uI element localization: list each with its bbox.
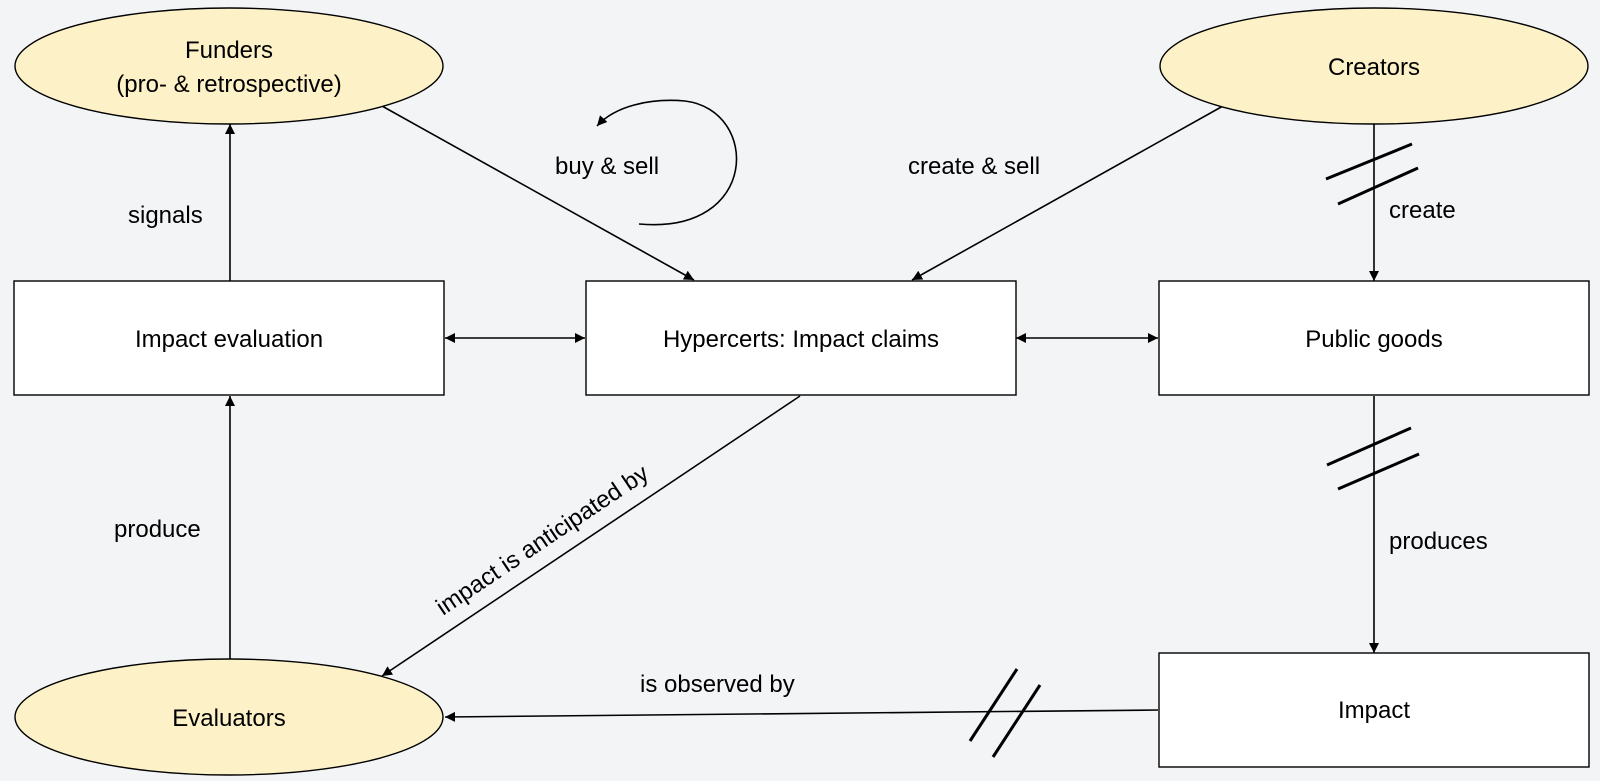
node-evaluators: Evaluators [14, 658, 444, 776]
evaluators-label: Evaluators [172, 705, 285, 732]
node-impact: Impact [1158, 652, 1590, 768]
public-goods-label: Public goods [1305, 326, 1442, 353]
break-mark-create-2 [1337, 166, 1419, 206]
node-funders: Funders (pro- & retrospective) [14, 7, 444, 125]
break-mark-create-1 [1325, 142, 1413, 181]
label-buy-sell: buy & sell [555, 153, 659, 180]
funders-subtitle: (pro- & retrospective) [116, 71, 341, 98]
label-observed: is observed by [640, 671, 795, 698]
impact-label: Impact [1338, 697, 1410, 724]
break-mark-produces-2 [1337, 452, 1420, 491]
node-public-goods: Public goods [1158, 280, 1590, 396]
edge-anticipated [381, 395, 801, 677]
edge-create-sell [911, 105, 1224, 281]
label-produce: produce [114, 516, 201, 543]
funders-title: Funders [185, 37, 273, 64]
break-mark-observed-2 [991, 684, 1042, 758]
node-hypercerts: Hypercerts: Impact claims [585, 280, 1017, 396]
impact-evaluation-label: Impact evaluation [135, 326, 323, 353]
label-anticipated: impact is anticipated by [431, 460, 653, 621]
node-impact-evaluation: Impact evaluation [13, 280, 445, 396]
label-produces: produces [1389, 528, 1488, 555]
creators-label: Creators [1328, 54, 1420, 81]
label-create: create [1389, 197, 1456, 224]
hypercerts-label: Hypercerts: Impact claims [663, 326, 939, 353]
label-signals: signals [128, 202, 203, 229]
node-creators: Creators [1159, 7, 1589, 125]
edge-observed [444, 709, 1159, 722]
break-mark-observed-1 [968, 668, 1019, 742]
edge-buy-sell-loop [596, 99, 738, 226]
edge-funders-hypercerts [381, 105, 695, 281]
label-create-sell: create & sell [908, 153, 1040, 180]
break-mark-produces-1 [1326, 426, 1412, 467]
